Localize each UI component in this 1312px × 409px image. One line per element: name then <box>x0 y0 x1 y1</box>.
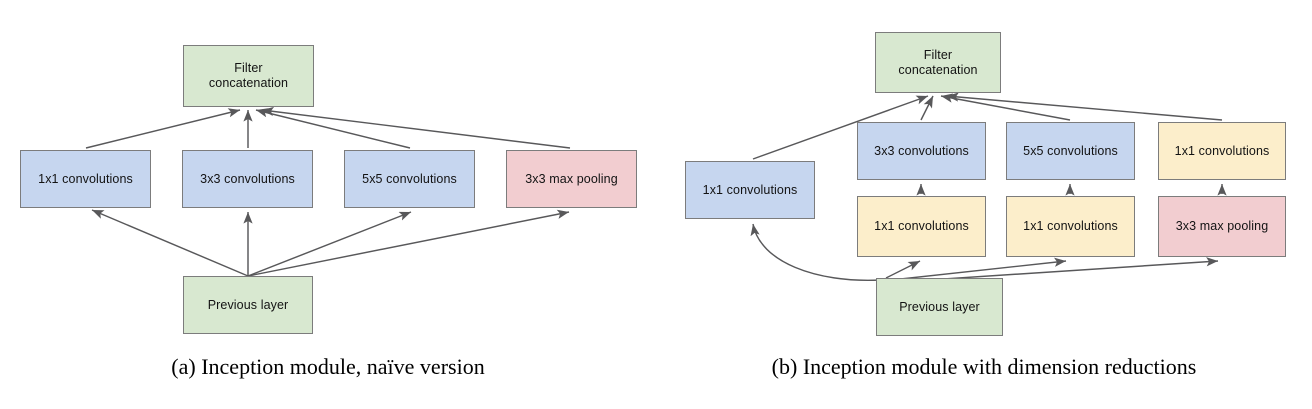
node-filter-concatenation: Filter concatenation <box>875 32 1001 93</box>
node-5x5-convolutions: 5x5 convolutions <box>1006 122 1135 180</box>
panel-a-caption: (a) Inception module, naïve version <box>171 354 485 379</box>
panel-b-dimension-reduction-inception: Filter concatenation 1x1 convolutions 3x… <box>656 0 1312 409</box>
node-filter-concatenation: Filter concatenation <box>183 45 314 107</box>
node-3x3-convolutions: 3x3 convolutions <box>857 122 986 180</box>
node-3x3-convolutions: 3x3 convolutions <box>182 150 313 208</box>
panel-a-naive-inception: Filter concatenation 1x1 convolutions 3x… <box>20 45 637 379</box>
node-5x5-convolutions: 5x5 convolutions <box>344 150 475 208</box>
node-1x1-convolutions-left: 1x1 convolutions <box>685 161 815 219</box>
node-1x1-convolutions: 1x1 convolutions <box>20 150 151 208</box>
node-3x3-max-pooling: 3x3 max pooling <box>506 150 637 208</box>
node-previous-layer: Previous layer <box>876 278 1003 336</box>
node-1x1-convolutions-reduce-3x3: 1x1 convolutions <box>857 196 986 257</box>
node-3x3-max-pooling: 3x3 max pooling <box>1158 196 1286 257</box>
node-1x1-convolutions-pool-projection: 1x1 convolutions <box>1158 122 1286 180</box>
node-1x1-convolutions-reduce-5x5: 1x1 convolutions <box>1006 196 1135 257</box>
panel-b-caption: (b) Inception module with dimension redu… <box>771 354 1197 379</box>
node-previous-layer: Previous layer <box>183 276 313 334</box>
